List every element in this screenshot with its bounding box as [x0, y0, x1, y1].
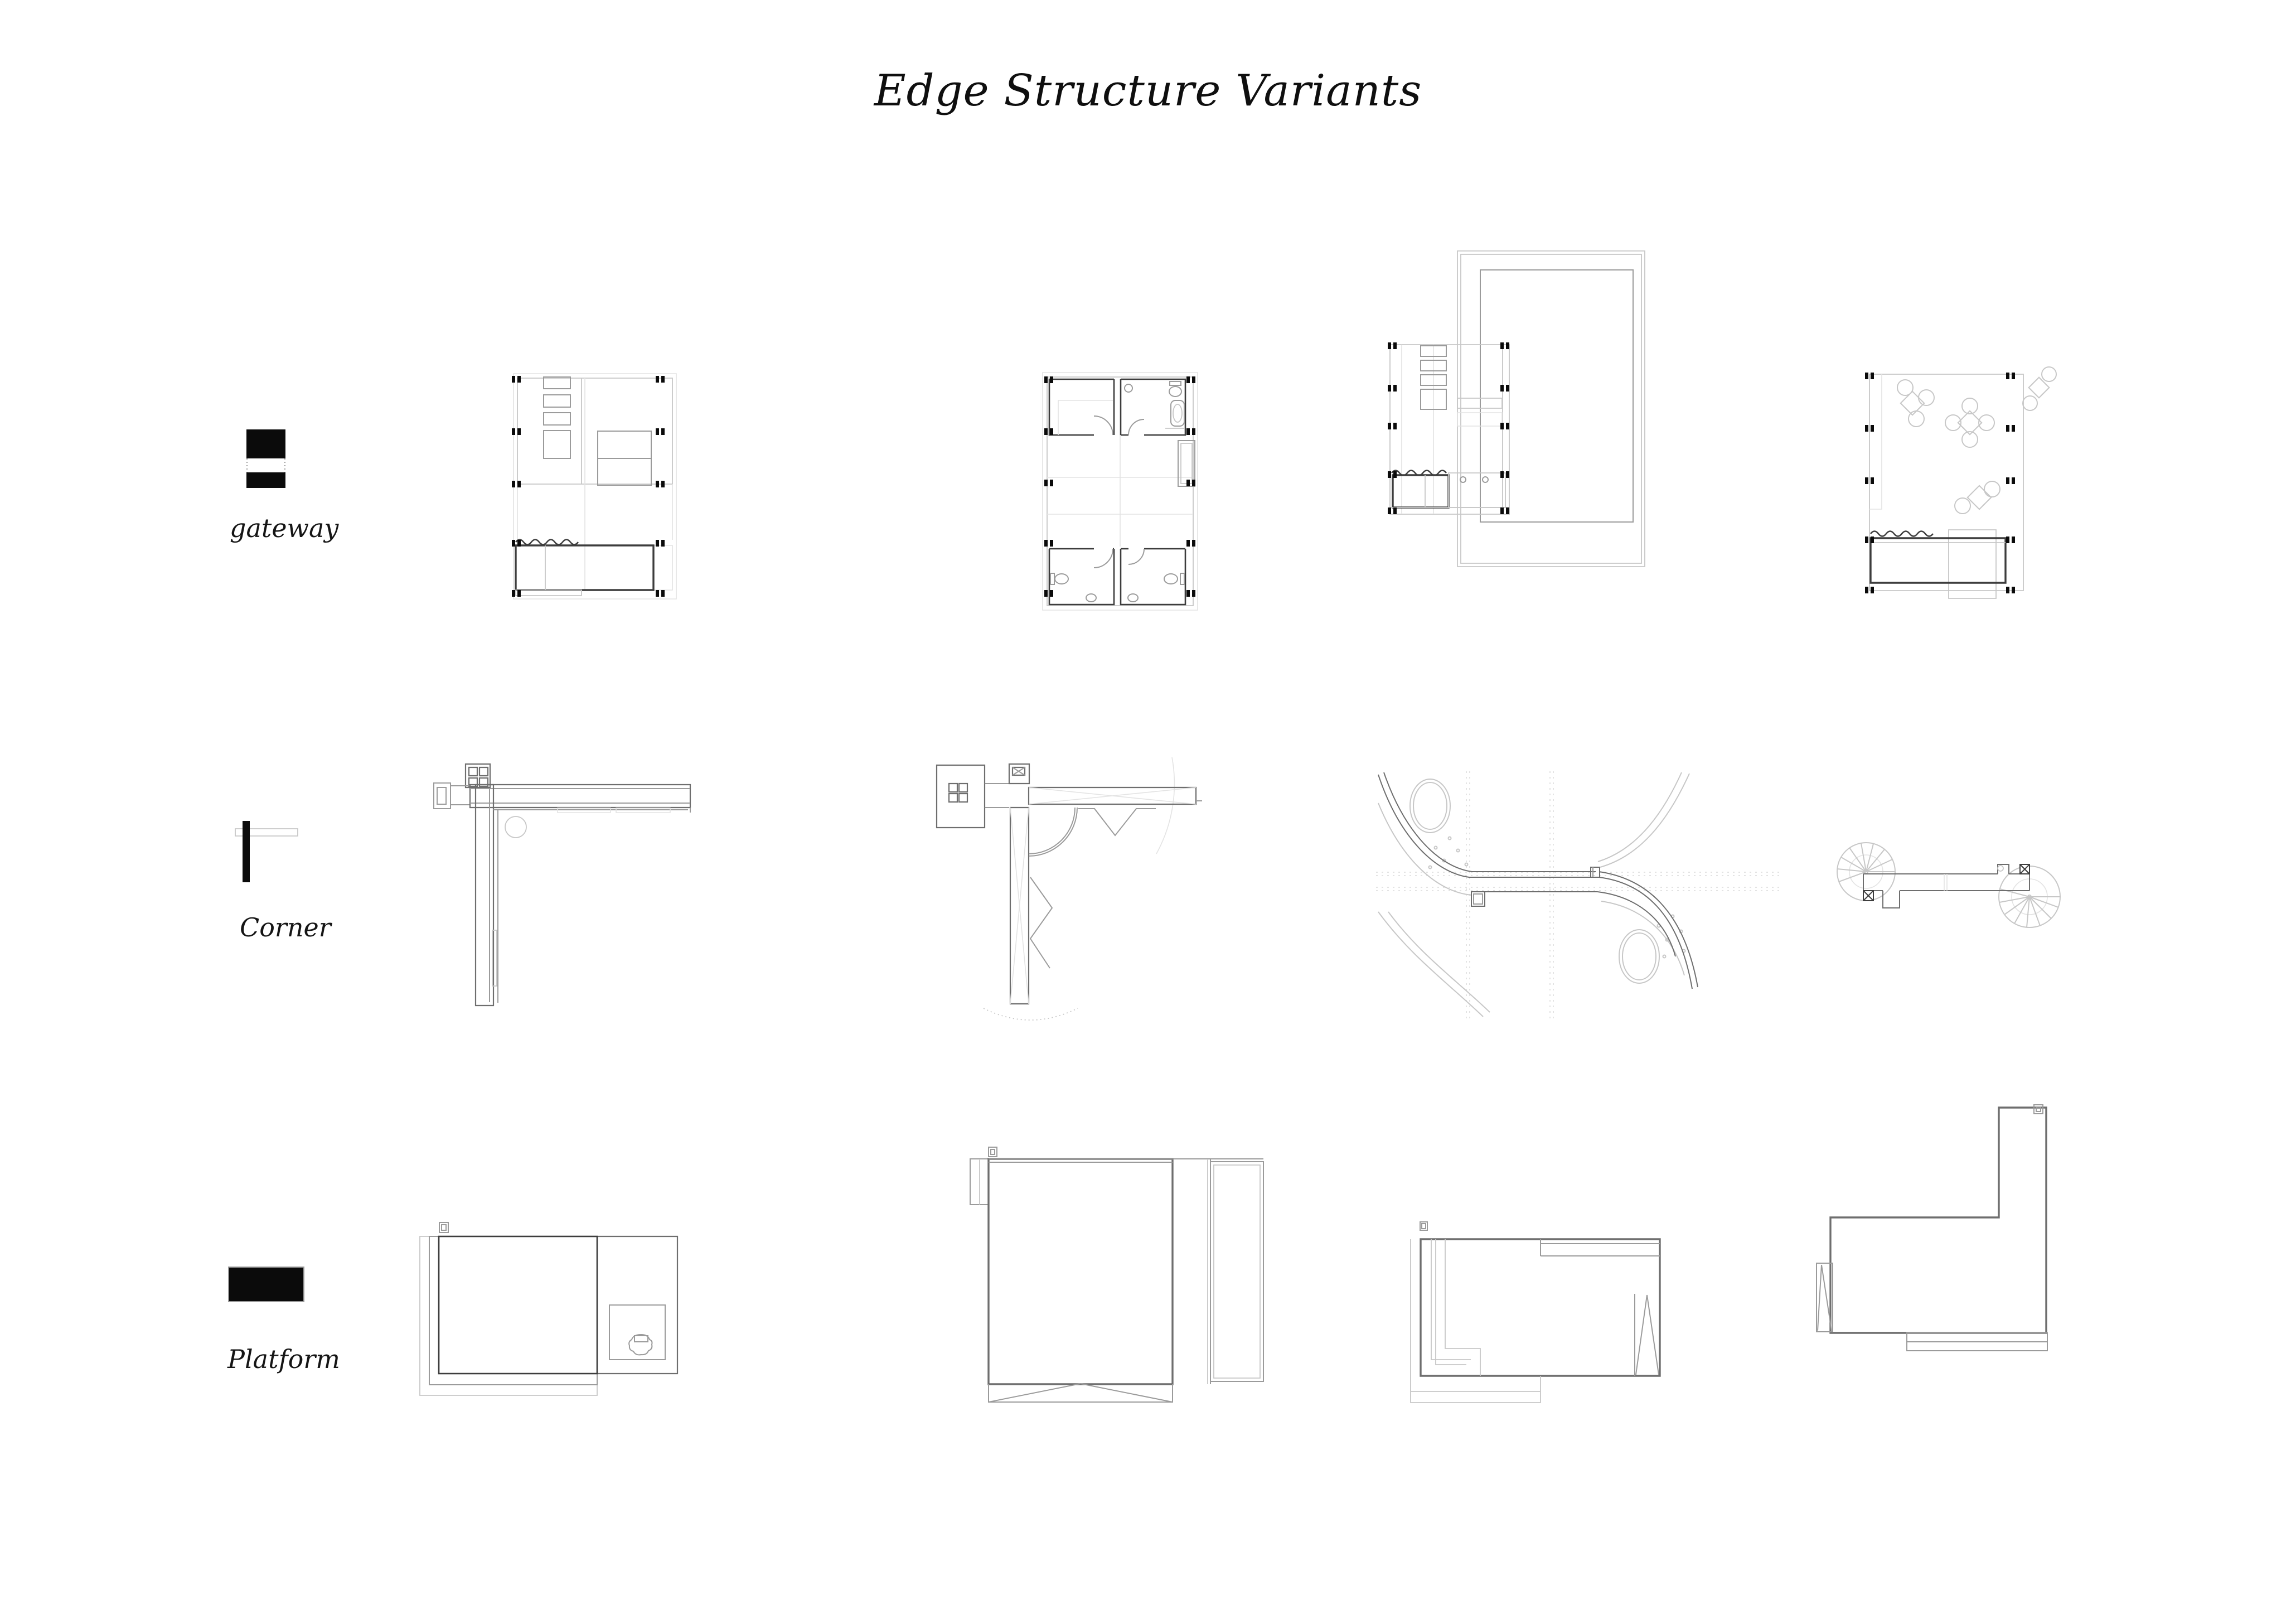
row-label-gateway: gateway	[230, 513, 339, 543]
gateway-variant-2-plan	[1038, 368, 1208, 616]
gateway-variant-1-plan	[512, 368, 680, 611]
platform-variant-2-plan	[966, 1144, 1297, 1515]
corner-glyph-icon	[232, 821, 307, 882]
platform-variant-4-plan	[1813, 1096, 2128, 1453]
corner-variant-2-plan	[934, 756, 1299, 1037]
corner-variant-1-plan	[430, 761, 712, 1029]
platform-variant-1-plan	[415, 1219, 736, 1405]
platform-glyph-icon	[226, 1264, 307, 1306]
gateway-variant-3-plan	[1388, 248, 1651, 618]
page-title: Edge Structure Variants	[874, 66, 1422, 116]
row-label-corner: Corner	[240, 912, 331, 942]
gateway-variant-4-plan	[1865, 362, 2102, 602]
corner-variant-4-plan	[1834, 837, 2124, 979]
platform-variant-3-plan	[1406, 1217, 1727, 1409]
gateway-glyph-icon	[246, 429, 285, 488]
corner-variant-3-plan	[1376, 771, 1780, 1019]
row-label-platform: Platform	[227, 1344, 340, 1374]
